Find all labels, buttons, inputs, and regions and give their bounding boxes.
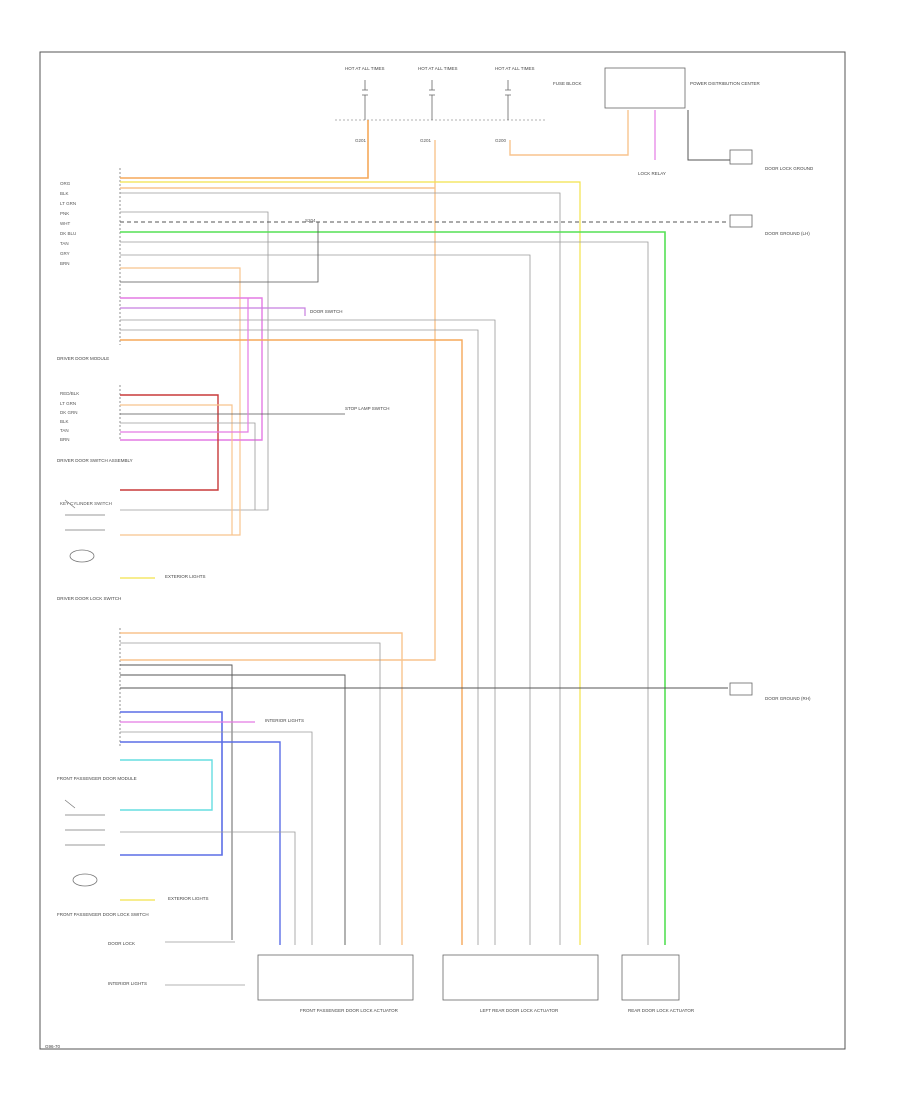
splice-label: S204 <box>305 218 316 223</box>
bottom-label-door-lock: DOOR LOCK <box>108 941 135 946</box>
driver-lock-switch-symbol <box>69 549 95 563</box>
fuse-box <box>604 67 686 109</box>
note-stop-lamp: STOP LAMP SWITCH <box>345 406 390 411</box>
driver-lock-switch-name: DRIVER DOOR LOCK SWITCH <box>57 596 121 601</box>
note-interior-lights: INTERIOR LIGHTS <box>265 718 304 723</box>
diagram-frame <box>39 51 846 1050</box>
driver-switch-name: DRIVER DOOR SWITCH ASSEMBLY <box>57 458 133 463</box>
ground-label-3: G200 <box>495 138 507 143</box>
wire-orange-4 <box>120 339 463 945</box>
fuse4-label: FUSE BLOCK <box>553 81 582 86</box>
wire-orange-3 <box>120 267 241 536</box>
actuator-left-rear <box>442 954 599 1001</box>
driver-pin-1: ORG <box>60 181 71 186</box>
driver-mid-pin-2: LT GRN <box>60 401 76 406</box>
driver-key-label: KEY CYLINDER SWITCH <box>60 501 112 506</box>
passenger-lock-switch-symbol <box>72 873 98 887</box>
wire-cyan-1 <box>120 759 213 811</box>
driver-mid-pin-4: BLK <box>60 419 69 424</box>
driver-switch-symbol <box>64 499 105 531</box>
wire-pink-1 <box>120 297 263 441</box>
note-exterior-lights-2: EXTERIOR LIGHTS <box>168 896 209 901</box>
fuse3-symbol <box>505 80 511 120</box>
ground1-box <box>729 214 753 228</box>
driver-pin-2: BLK <box>60 191 69 196</box>
fuse3-label: HOT AT ALL TIMES <box>495 66 535 71</box>
wire-dark-2 <box>687 110 730 161</box>
wire-gray-8 <box>120 642 381 945</box>
wires-layer <box>120 110 730 986</box>
wire-gray-2 <box>120 211 269 511</box>
wire-gray-10 <box>120 831 296 945</box>
ground3-box <box>729 682 753 696</box>
driver-mid-pin-3: DK GRN <box>60 410 78 415</box>
lock-relay-box <box>729 149 753 165</box>
fuse1-label: HOT AT ALL TIMES <box>345 66 385 71</box>
wire-gray-6 <box>120 329 479 945</box>
wire-gray-7 <box>120 422 256 510</box>
wire-violet-1 <box>120 307 306 316</box>
wire-blue-1 <box>120 711 223 856</box>
driver-module-name: DRIVER DOOR MODULE <box>57 356 109 361</box>
wire-orange-2 <box>120 140 436 661</box>
note-door-switch: DOOR SWITCH <box>310 309 343 314</box>
notes: DOOR SWITCH EXTERIOR LIGHTS STOP LAMP SW… <box>108 309 390 986</box>
driver-module: ORG BLK LT GRN PNK WHT DK BLU TAN GRY BR… <box>57 168 133 601</box>
actuator-front-passenger <box>257 954 414 1001</box>
wire-blue-2 <box>120 741 281 945</box>
wire-yellow-1 <box>120 181 581 945</box>
footer-code: G96-70 <box>45 1044 61 1049</box>
wire-pink-3 <box>120 298 249 433</box>
wire-gray-1 <box>120 192 561 945</box>
ground-label-1: G201 <box>355 138 367 143</box>
fuse2-label: HOT AT ALL TIMES <box>418 66 458 71</box>
actuator-rear <box>621 954 680 1001</box>
ground-label-2: G201 <box>420 138 432 143</box>
wire-gray-3 <box>120 241 649 945</box>
driver-pin-4: PNK <box>60 211 69 216</box>
fuse1-symbol <box>362 80 368 120</box>
actuators: FRONT PASSENGER DOOR LOCK ACTUATOR LEFT … <box>257 954 695 1013</box>
ground1-label: DOOR LOCK GROUND <box>765 166 814 171</box>
wire-gray-9 <box>120 731 313 945</box>
passenger-module-name: FRONT PASSENGER DOOR MODULE <box>57 776 137 781</box>
wire-red-1 <box>120 394 219 491</box>
wire-gray-5 <box>120 319 496 945</box>
wire-orange-1 <box>120 120 369 179</box>
note-exterior-lights-1: EXTERIOR LIGHTS <box>165 574 206 579</box>
driver-pin-6: DK BLU <box>60 231 76 236</box>
driver-mid-pin-6: BRN <box>60 437 70 442</box>
right-grounds: DOOR LOCK GROUND DOOR GROUND (LH) DOOR G… <box>729 166 814 701</box>
wire-dark-5 <box>120 674 346 945</box>
driver-mid-pin-5: TAN <box>60 428 69 433</box>
driver-pin-8: GRY <box>60 251 70 256</box>
driver-pin-7: TAN <box>60 241 69 246</box>
driver-pin-3: LT GRN <box>60 201 76 206</box>
bottom-label-interior-lights: INTERIOR LIGHTS <box>108 981 147 986</box>
wire-gray-4 <box>120 254 531 945</box>
lock-relay-label: LOCK RELAY <box>638 171 666 176</box>
passenger-switch-symbol <box>64 799 105 846</box>
fuse-box-label: POWER DISTRIBUTION CENTER <box>690 81 761 86</box>
wire-green-1 <box>120 231 666 945</box>
actuator-front-passenger-label: FRONT PASSENGER DOOR LOCK ACTUATOR <box>300 1008 399 1013</box>
ground2-label: DOOR GROUND (LH) <box>765 231 810 236</box>
ground3-label: DOOR GROUND (RH) <box>765 696 811 701</box>
driver-pin-5: WHT <box>60 221 70 226</box>
wire-orange-6 <box>120 404 233 535</box>
driver-pin-9: BRN <box>60 261 70 266</box>
actuator-rear-label: REAR DOOR LOCK ACTUATOR <box>628 1008 695 1013</box>
passenger-module: FRONT PASSENGER DOOR MODULE FRONT PASSEN… <box>57 628 149 917</box>
passenger-lock-switch-name: FRONT PASSENGER DOOR LOCK SWITCH <box>57 912 149 917</box>
actuator-left-rear-label: LEFT REAR DOOR LOCK ACTUATOR <box>480 1008 559 1013</box>
wire-orange-5 <box>509 110 629 156</box>
fuse-group-top: HOT AT ALL TIMES HOT AT ALL TIMES HOT AT… <box>305 66 761 223</box>
fuse2-symbol <box>429 80 435 120</box>
wire-orange-7 <box>120 632 403 945</box>
wire-dark-4 <box>120 664 233 940</box>
driver-mid-pin-1: RED/BLK <box>60 391 79 396</box>
wire-dark-1 <box>120 222 319 283</box>
